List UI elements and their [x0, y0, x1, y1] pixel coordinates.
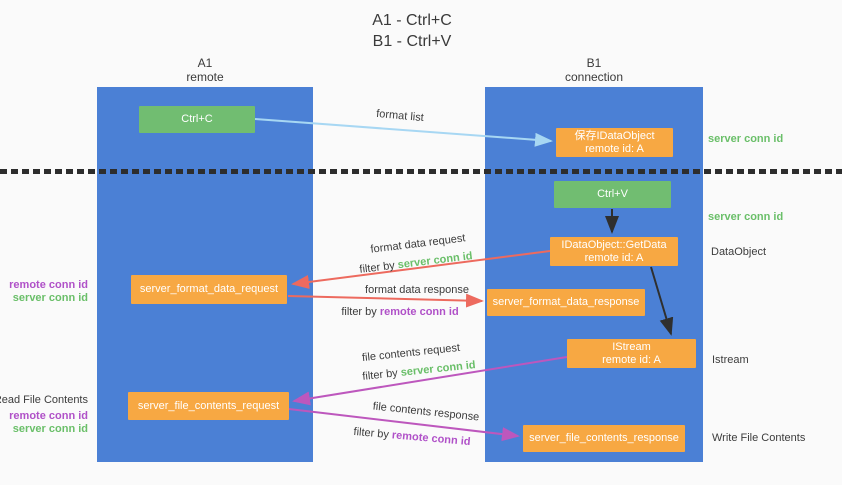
node-server-file-contents-response-label: server_file_contents_response: [529, 432, 679, 444]
column-header-a1: A1 remote: [145, 56, 265, 84]
annotation-conn-ids-left-top: remote conn id server conn id: [9, 279, 88, 305]
label-filter-file-request: filter by server conn id: [362, 359, 476, 383]
label-file-contents-request: file contents request: [361, 341, 461, 365]
node-server-format-data-request: server_format_data_request: [131, 275, 287, 304]
label-filter-format-response: filter by remote conn id: [341, 306, 458, 318]
server-conn-id-text: server conn id: [400, 359, 477, 379]
filter-by-text: filter by: [358, 259, 396, 276]
annotation-write-file-contents: Write File Contents: [712, 432, 806, 444]
node-server-format-data-request-label: server_format_data_request: [139, 283, 279, 295]
format-data-response-arrow: [287, 293, 484, 308]
node-save-idataobject-line2: remote id: A: [585, 142, 644, 155]
node-getdata-line1: IDataObject::GetData: [561, 238, 667, 251]
diagram-title: A1 - Ctrl+C B1 - Ctrl+V: [312, 10, 512, 52]
server-conn-id-text: server conn id: [397, 250, 474, 272]
remote-conn-id-label: remote conn id: [9, 410, 88, 422]
node-getdata-line2: remote id: A: [584, 251, 644, 264]
node-ctrl-v: Ctrl+V: [554, 181, 671, 208]
node-server-format-data-response: server_format_data_response: [487, 289, 645, 316]
remote-conn-id-label: remote conn id: [9, 279, 88, 291]
annotation-conn-ids-left-bottom: remote conn id server conn id: [9, 410, 88, 436]
annotation-istream: Istream: [712, 354, 749, 366]
node-ctrl-c-label: Ctrl+C: [181, 113, 213, 125]
remote-conn-id-text: remote conn id: [391, 429, 471, 449]
node-istream: IStream remote id: A: [567, 339, 696, 368]
column-a1-subtitle: remote: [186, 70, 224, 84]
title-line-2: B1 - Ctrl+V: [372, 33, 452, 50]
label-format-data-response: format data response: [365, 284, 469, 296]
title-line-1: A1 - Ctrl+C: [372, 12, 452, 29]
annotation-server-conn-id-mid: server conn id: [708, 211, 784, 223]
node-idataobject-getdata: IDataObject::GetData remote id: A: [550, 237, 678, 266]
label-file-contents-response: file contents response: [372, 400, 480, 424]
server-conn-id-label: server conn id: [12, 292, 88, 304]
filter-by-text: filter by: [361, 367, 399, 383]
annotation-server-conn-id-top: server conn id: [708, 133, 784, 145]
column-b1-name: B1: [586, 56, 602, 70]
column-header-b1: B1 connection: [534, 56, 654, 84]
column-a1-name: A1: [197, 56, 213, 70]
node-save-idataobject: 保存IDataObject remote id: A: [556, 128, 673, 157]
node-save-idataobject-line1: 保存IDataObject: [574, 129, 655, 142]
node-ctrl-v-label: Ctrl+V: [597, 188, 628, 200]
label-filter-file-response: filter by remote conn id: [353, 426, 471, 448]
node-server-file-contents-request-label: server_file_contents_request: [137, 399, 280, 412]
session-divider-dotted-line: [0, 169, 842, 174]
node-server-format-data-response-label: server_format_data_response: [492, 296, 640, 308]
filter-by-text: filter by: [353, 425, 390, 441]
node-ctrl-c: Ctrl+C: [139, 106, 255, 133]
column-b1-subtitle: connection: [564, 70, 624, 84]
annotation-read-file-contents: Read File Contents: [0, 394, 88, 406]
server-conn-id-label: server conn id: [12, 423, 88, 435]
node-istream-line2: remote id: A: [602, 353, 661, 366]
remote-conn-id-text: remote conn id: [379, 306, 459, 318]
node-server-file-contents-request: server_file_contents_request: [128, 392, 289, 420]
filter-by-text: filter by: [341, 306, 377, 318]
annotation-dataobject: DataObject: [711, 246, 767, 258]
node-istream-line1: IStream: [612, 340, 651, 353]
label-format-list: format list: [375, 107, 425, 125]
node-server-file-contents-response: server_file_contents_response: [523, 425, 685, 452]
